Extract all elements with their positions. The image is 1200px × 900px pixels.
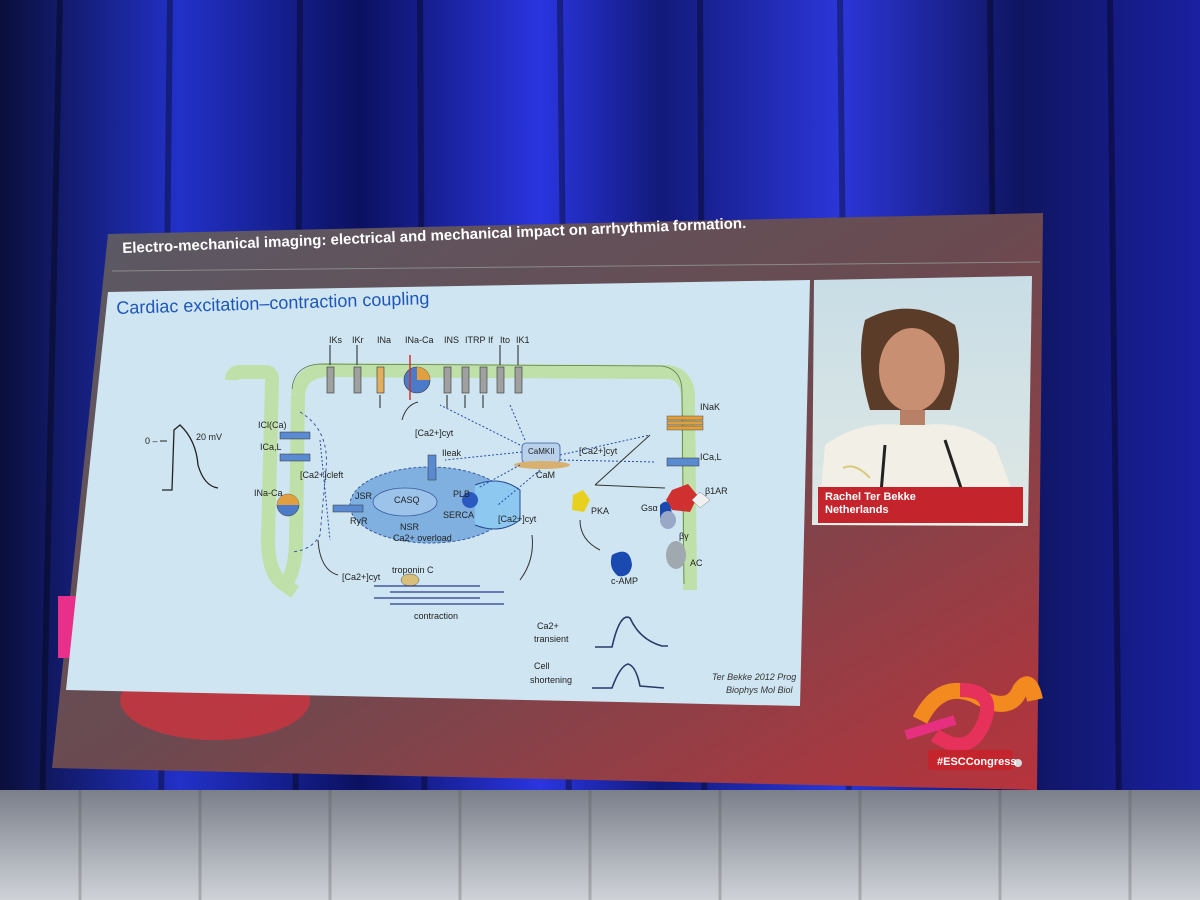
plb-label: PLB bbox=[453, 489, 471, 499]
current-label: IKs bbox=[329, 335, 343, 345]
ical-left-label: ICa,L bbox=[260, 442, 282, 452]
ecc-diagram bbox=[160, 345, 711, 689]
voltage-label: 20 mV bbox=[196, 432, 223, 442]
by-label: βγ bbox=[679, 531, 689, 541]
citation: Biophys Mol Biol bbox=[726, 685, 793, 695]
current-label: INS bbox=[444, 335, 460, 345]
camp-label: c-AMP bbox=[611, 576, 638, 586]
membrane-top bbox=[291, 362, 697, 591]
b1ar-label: β1AR bbox=[705, 486, 728, 496]
serca-label: SERCA bbox=[443, 510, 475, 520]
ca-transient-label: Ca2+ bbox=[537, 621, 559, 631]
shortening-label: shortening bbox=[530, 675, 573, 685]
current-label: INa-Ca bbox=[405, 335, 434, 345]
nameplate bbox=[818, 487, 1023, 523]
camp bbox=[610, 551, 632, 577]
ca-cyt-right-label: [Ca2+]cyt bbox=[498, 514, 537, 524]
current-label: IKr bbox=[352, 335, 364, 345]
current-label: IK1 bbox=[516, 335, 530, 345]
ileak-label: Ileak bbox=[442, 448, 462, 458]
pka bbox=[572, 490, 590, 512]
hashtag-badge bbox=[928, 750, 1013, 770]
current-label: ITRP bbox=[465, 335, 486, 345]
b1ar-receptor bbox=[666, 484, 698, 512]
casq-label: CASQ bbox=[394, 495, 420, 505]
nsr-label: NSR bbox=[400, 522, 420, 532]
membrane-left bbox=[225, 365, 300, 598]
camkii-label: CaMKII bbox=[528, 447, 555, 456]
gsa-label: Gsα bbox=[641, 503, 658, 513]
inaca-left-label: INa-Ca bbox=[254, 488, 283, 498]
cam-label: CaM bbox=[536, 470, 556, 480]
zero-label: 0 – bbox=[145, 436, 158, 446]
ical-right-label: ICa,L bbox=[700, 452, 722, 462]
cell-label: Cell bbox=[534, 661, 550, 671]
hashtag: #ESCCongress bbox=[937, 756, 1017, 768]
ca-transient-trace bbox=[595, 616, 668, 648]
ca-cyt-top-label: [Ca2+]cyt bbox=[415, 428, 454, 438]
channels-top bbox=[326, 345, 523, 408]
current-label: If bbox=[488, 335, 494, 345]
esc-logo bbox=[904, 676, 1043, 752]
current-label: Ito bbox=[500, 335, 511, 345]
jsr-label: JSR bbox=[355, 491, 373, 501]
icl-label: ICl(Ca) bbox=[258, 420, 287, 430]
current-label: INa bbox=[377, 335, 392, 345]
citation: Ter Bekke 2012 Prog bbox=[712, 672, 797, 682]
contraction-label: contraction bbox=[414, 611, 459, 621]
transient-label: transient bbox=[534, 634, 569, 644]
troponin-label: troponin C bbox=[392, 565, 434, 575]
speaker-country: Netherlands bbox=[825, 504, 889, 516]
speaker-name: Rachel Ter Bekke bbox=[825, 491, 916, 503]
shortening-trace bbox=[592, 663, 665, 689]
ca-cyt-mid-label: [Ca2+]cyt bbox=[579, 446, 618, 456]
ryr-label: RyR bbox=[350, 516, 368, 526]
overload-label: Ca2+ overload bbox=[393, 533, 452, 543]
ac bbox=[666, 541, 686, 569]
ca-cleft-label: [Ca2+]cleft bbox=[300, 470, 344, 480]
inak-label: INaK bbox=[700, 402, 721, 412]
ac-label: AC bbox=[690, 558, 703, 568]
pka-label: PKA bbox=[591, 506, 610, 516]
na-k-pump bbox=[666, 415, 704, 431]
action-potential-trace bbox=[162, 424, 219, 491]
ca-cyt-bottom-label: [Ca2+]cyt bbox=[342, 572, 381, 582]
